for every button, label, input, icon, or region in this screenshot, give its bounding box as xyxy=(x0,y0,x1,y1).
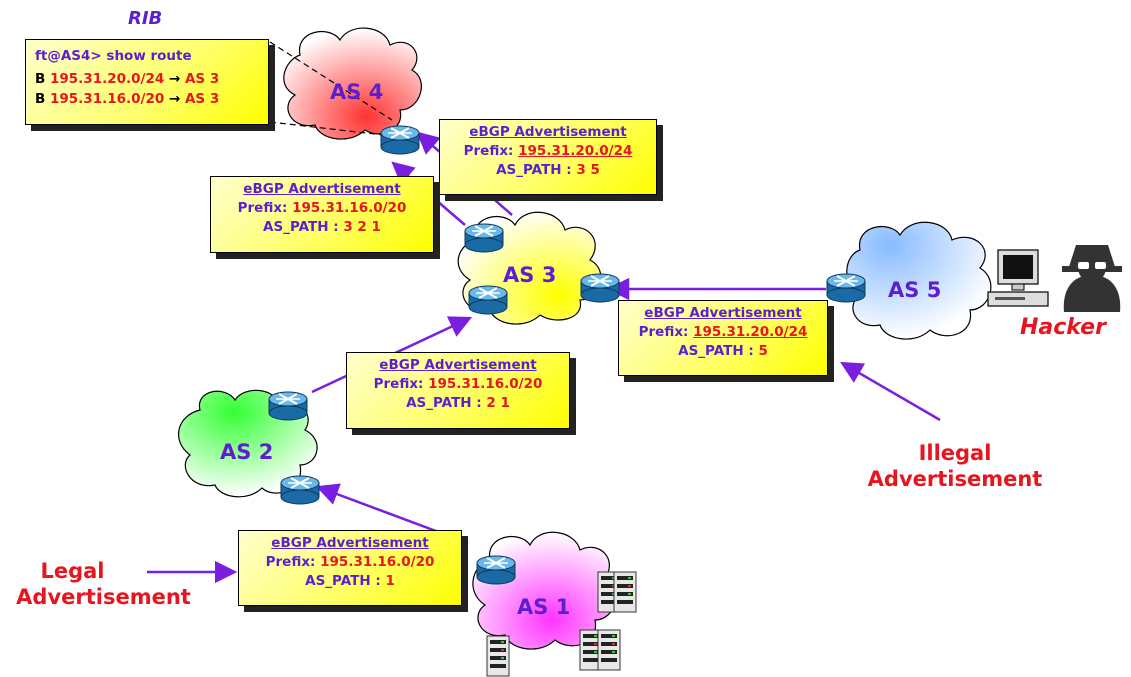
rib-callout-line-bottom xyxy=(269,121,393,137)
hacker-label: Hacker xyxy=(1020,315,1106,340)
server-icon xyxy=(613,571,637,613)
router-icon xyxy=(464,223,504,253)
router-icon xyxy=(380,125,420,155)
legal-advertisement-label: Legal Advertisement xyxy=(16,559,191,609)
rib-route-1: B 195.31.20.0/24 → AS 3 xyxy=(35,71,220,87)
advert-box-as2-to-as3: eBGP Advertisement Prefix: 195.31.16.0/2… xyxy=(346,352,570,429)
rib-command: ft@AS4> show route xyxy=(35,48,192,64)
rib-panel: ft@AS4> show route B 195.31.20.0/24 → AS… xyxy=(25,39,269,125)
as4-label: AS 4 xyxy=(330,80,384,104)
rib-route-2: B 195.31.16.0/20 → AS 3 xyxy=(35,91,220,107)
as5-cloud xyxy=(846,221,992,340)
hacker-icon xyxy=(1062,245,1122,312)
advert-box-as3-to-as4-hijack: eBGP Advertisement Prefix: 195.31.20.0/2… xyxy=(439,119,657,195)
router-icon xyxy=(280,475,320,505)
advert-box-as3-to-as4-legit: eBGP Advertisement Prefix: 195.31.16.0/2… xyxy=(210,176,434,253)
router-icon xyxy=(268,391,308,421)
as2-label: AS 2 xyxy=(220,440,274,464)
illegal-advertisement-label: Illegal Advertisement xyxy=(867,441,1043,491)
computer-icon xyxy=(987,249,1049,307)
router-icon xyxy=(468,285,508,315)
router-icon xyxy=(580,273,620,303)
rib-callout-line-top xyxy=(269,41,393,121)
as4-cloud xyxy=(283,27,422,140)
server-icon xyxy=(486,635,510,677)
advert-box-as5-to-as3: eBGP Advertisement Prefix: 195.31.20.0/2… xyxy=(618,300,828,376)
server-icon xyxy=(597,629,621,671)
as3-label: AS 3 xyxy=(503,263,557,287)
router-icon xyxy=(826,273,866,303)
as1-label: AS 1 xyxy=(517,595,571,619)
router-icon xyxy=(476,555,516,585)
advert-box-as1-to-as2: eBGP Advertisement Prefix: 195.31.16.0/2… xyxy=(238,530,462,606)
as5-label: AS 5 xyxy=(888,278,942,302)
arrow-illegal-pointer xyxy=(840,361,941,422)
rib-title: RIB xyxy=(128,8,163,29)
